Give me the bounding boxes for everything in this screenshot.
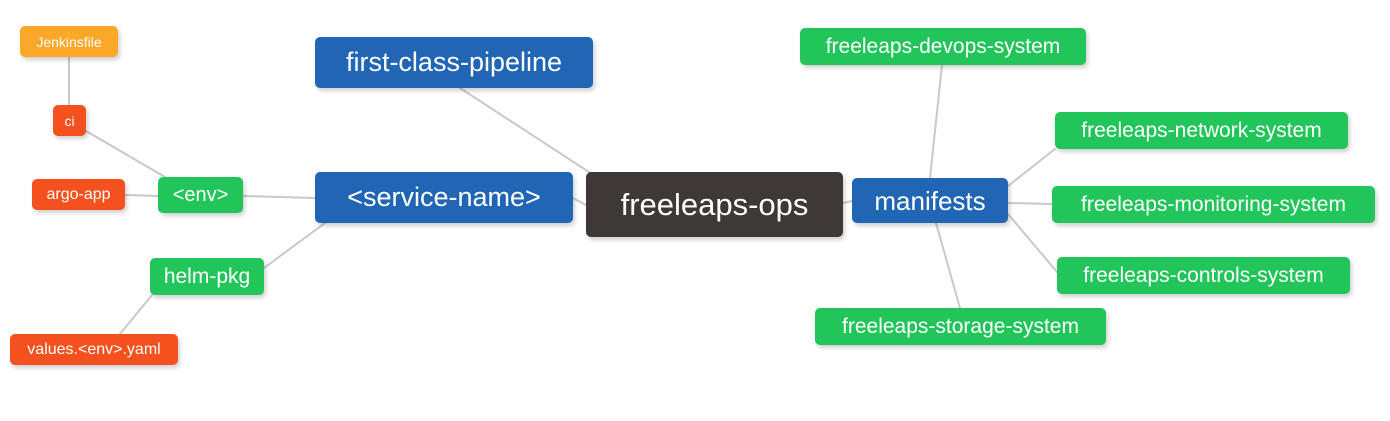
edge-root-to-manifests — [842, 200, 853, 204]
node-label-root: freeleaps-ops — [620, 187, 809, 222]
edge-root-to-service-name — [572, 197, 587, 206]
node-label-ci: ci — [64, 112, 75, 129]
node-service-name[interactable]: <service-name> — [315, 172, 573, 223]
node-label-manifests: manifests — [874, 185, 986, 216]
node-label-first-class-pipeline: first-class-pipeline — [345, 47, 563, 77]
node-label-freeleaps-network-system: freeleaps-network-system — [1081, 119, 1322, 142]
node-freeleaps-controls-system[interactable]: freeleaps-controls-system — [1057, 257, 1350, 294]
edge-manifests-to-freeleaps-devops-system — [929, 64, 943, 179]
edge-manifests-to-freeleaps-monitoring-system — [1007, 202, 1053, 205]
edge-manifests-to-freeleaps-storage-system — [935, 222, 961, 309]
node-label-helm-pkg: helm-pkg — [163, 265, 251, 288]
node-label-service-name: <service-name> — [347, 182, 541, 212]
node-label-freeleaps-storage-system: freeleaps-storage-system — [842, 315, 1079, 338]
node-argo-app[interactable]: argo-app — [32, 179, 125, 210]
node-freeleaps-monitoring-system[interactable]: freeleaps-monitoring-system — [1052, 186, 1375, 223]
edge-helm-pkg-to-values-yaml — [119, 294, 153, 335]
node-helm-pkg[interactable]: helm-pkg — [150, 258, 264, 295]
node-label-freeleaps-controls-system: freeleaps-controls-system — [1083, 264, 1324, 287]
node-label-freeleaps-monitoring-system: freeleaps-monitoring-system — [1081, 193, 1346, 216]
node-manifests[interactable]: manifests — [852, 178, 1008, 223]
node-jenkinsfile[interactable]: Jenkinsfile — [20, 26, 118, 57]
node-freeleaps-devops-system[interactable]: freeleaps-devops-system — [800, 28, 1086, 65]
node-label-argo-app: argo-app — [46, 185, 111, 203]
node-label-freeleaps-devops-system: freeleaps-devops-system — [825, 35, 1061, 58]
node-ci[interactable]: ci — [53, 105, 86, 136]
edge-env-to-argo-app — [124, 194, 159, 197]
node-freeleaps-storage-system[interactable]: freeleaps-storage-system — [815, 308, 1106, 345]
edge-root-to-first-class-pipeline — [459, 87, 596, 177]
node-label-jenkinsfile: Jenkinsfile — [36, 33, 102, 50]
node-root[interactable]: freeleaps-ops — [586, 172, 843, 237]
node-label-env: <env> — [172, 184, 229, 206]
node-freeleaps-network-system[interactable]: freeleaps-network-system — [1055, 112, 1348, 149]
node-values-yaml[interactable]: values.<env>.yaml — [10, 334, 178, 365]
edge-manifests-to-freeleaps-controls-system — [1007, 213, 1058, 273]
node-first-class-pipeline[interactable]: first-class-pipeline — [315, 37, 593, 88]
node-env[interactable]: <env> — [158, 177, 243, 213]
node-label-values-yaml: values.<env>.yaml — [27, 340, 161, 358]
edge-service-name-to-env — [242, 195, 316, 199]
edge-manifests-to-freeleaps-network-system — [1007, 148, 1056, 187]
edge-service-name-to-helm-pkg — [263, 222, 326, 269]
edge-env-to-ci — [85, 130, 166, 178]
